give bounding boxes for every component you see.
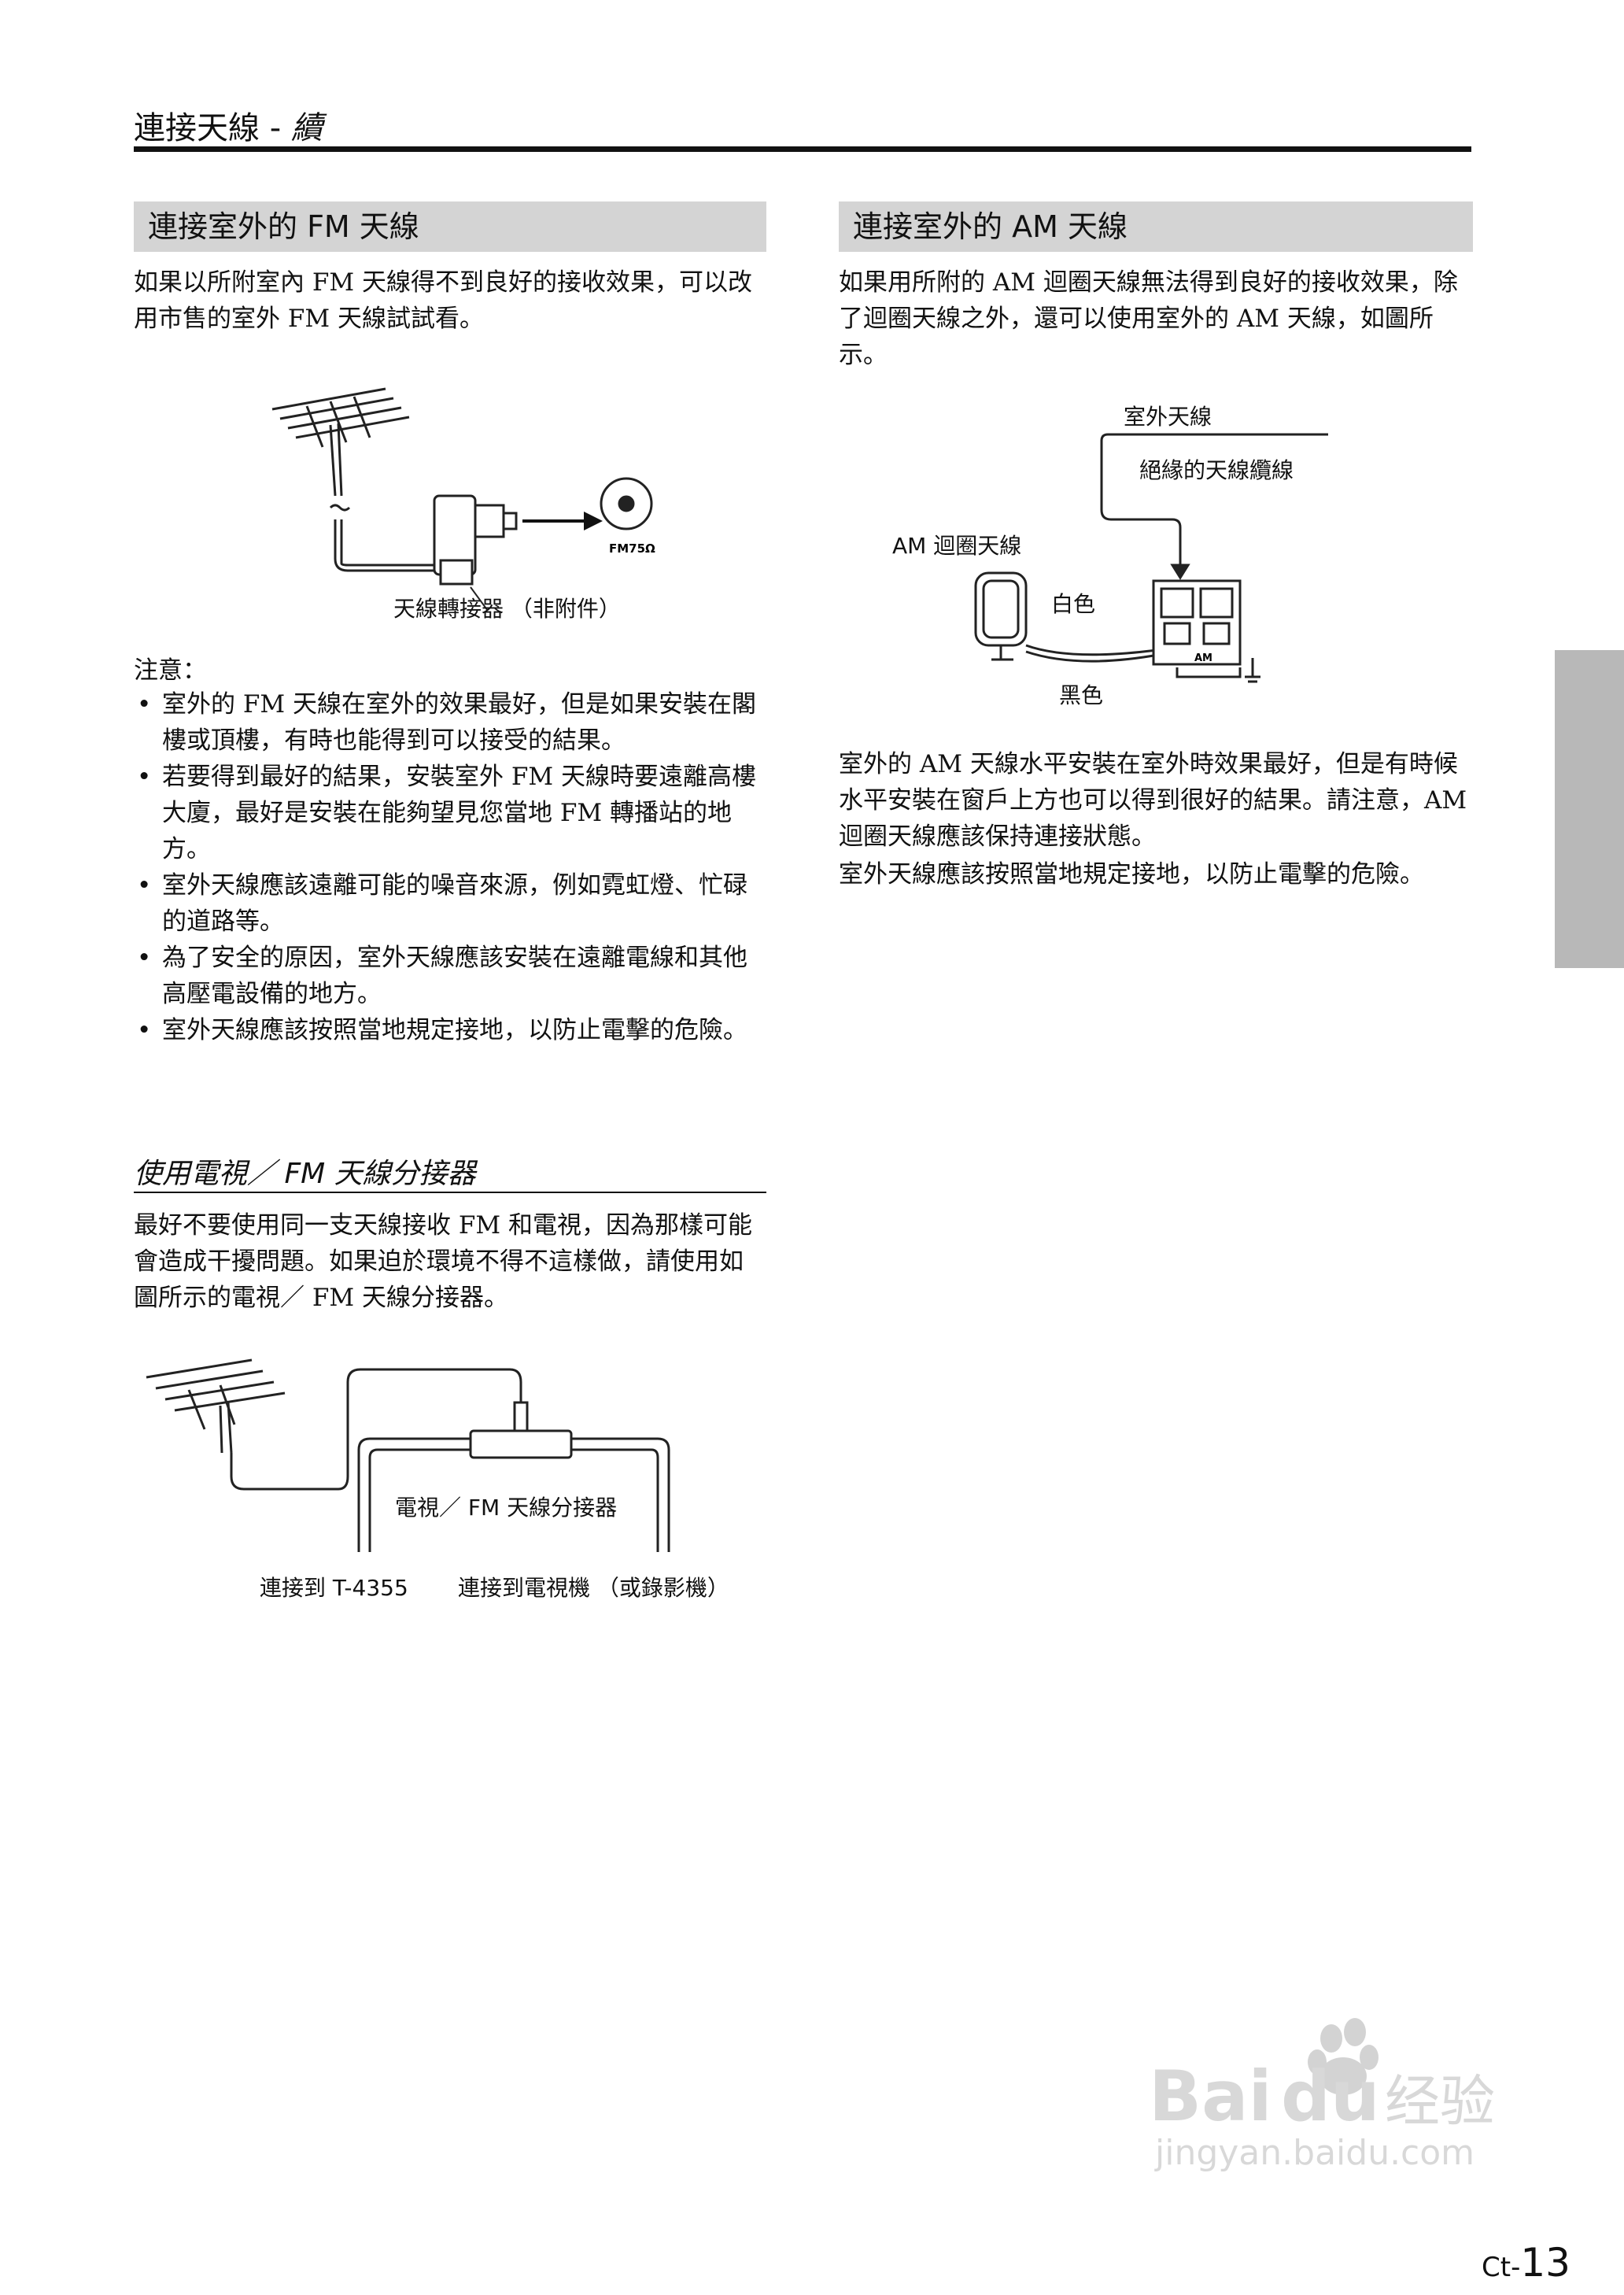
am-text-paragraph-1: 室外的 AM 天線水平安裝在室外時效果最好，但是有時候水平安裝在窗戶上方也可以得… [839,750,1467,851]
list-item: 室外天線應該按照當地規定接地，以防止電擊的危險。 [134,1012,763,1048]
notes-title: 注意： [134,656,207,685]
am-loop-label: AM 迴圈天線 [892,533,1022,559]
tv-antenna-icon [146,1358,286,1454]
yagi-antenna-icon [271,387,434,572]
fm-antenna-diagram: FM75Ω [271,387,655,612]
watermark-brand-2: du [1281,2056,1380,2137]
outdoor-antenna-label: 室外天線 [1124,404,1212,430]
list-item: 若要得到最好的結果，安裝室外 FM 天線時要遠離高樓大廈，最好是安裝在能夠望見您… [134,759,763,867]
fm-intro-text: 如果以所附室內 FM 天線得不到良好的接收效果，可以改用市售的室外 FM 天線試… [134,268,752,333]
connection-arrow-icon [522,512,603,530]
page-title-text: 連接天線 [134,110,260,146]
watermark: Bai du 经验 jingyan.baidu.com [1149,2015,1542,2175]
outdoor-antenna-wire-icon [1100,433,1328,580]
adapter-label: 天線轉接器 （非附件） [393,596,621,622]
am-intro-text: 如果用所附的 AM 迴圈天線無法得到良好的接收效果，除了迴圈天線之外，還可以使用… [839,268,1458,369]
connect-receiver-label: 連接到 T-4355 [260,1575,408,1601]
white-wire-label: 白色 [1051,591,1096,617]
baidu-logo-icon: Bai du 经验 jingyan.baidu.com [1149,2018,1495,2173]
list-item: 為了安全的原因，室外天線應該安裝在遠離電線和其他高壓電設備的地方。 [134,940,763,1012]
page-title: 連接天線 - 續 [134,102,323,148]
splitter-icon [357,1401,670,1552]
antenna-adapter-icon [433,494,518,586]
list-item: 室外天線應該遠離可能的噪音來源，例如霓虹燈、忙碌的道路等。 [134,867,763,940]
page-title-separator: - [260,110,291,146]
insulated-cable-label: 絕緣的天線纜線 [1139,457,1294,483]
fm-section-title: 連接室外的 FM 天線 [134,201,766,252]
page-number-value: 13 [1520,2240,1570,2286]
am-text-paragraph-2: 室外天線應該按照當地規定接地，以防止電擊的危險。 [839,860,1424,889]
list-item: 室外的 FM 天線在室外的效果最好，但是如果安裝在閣樓或頂樓，有時也能得到可以接… [134,686,763,759]
watermark-brand: Bai [1149,2056,1272,2137]
connect-tv-label: 連接到電視機 （或錄影機） [458,1575,729,1601]
fm-jack-label: FM75Ω [609,541,655,556]
watermark-url: jingyan.baidu.com [1154,2133,1475,2172]
antenna-cable-icon [230,1368,522,1491]
am-terminal-icon [1152,579,1260,683]
splitter-label: 電視／ FM 天線分接器 [395,1495,618,1521]
am-terminal-label: AM [1194,652,1212,664]
am-section-title: 連接室外的 AM 天線 [839,201,1473,252]
header-divider [134,146,1471,152]
am-antenna-diagram: AM [974,433,1328,683]
tv-splitter-subtitle: 使用電視／ FM 天線分接器 [134,1158,476,1190]
subtitle-divider [134,1192,766,1193]
page-number: Ct-13 [1482,2240,1570,2286]
watermark-cn: 经验 [1385,2069,1495,2134]
am-loop-antenna-icon [974,571,1159,663]
fm-jack-icon [600,477,653,530]
page-title-continued: 續 [290,110,323,146]
notes-list: 室外的 FM 天線在室外的效果最好，但是如果安裝在閣樓或頂樓，有時也能得到可以接… [134,686,763,1048]
section-tab [1555,650,1624,968]
page-number-prefix: Ct- [1482,2252,1521,2283]
tv-splitter-text: 最好不要使用同一支天線接收 FM 和電視，因為那樣可能會造成干擾問題。如果迫於環… [134,1211,752,1312]
black-wire-label: 黑色 [1059,682,1104,708]
tv-splitter-diagram [146,1358,670,1552]
